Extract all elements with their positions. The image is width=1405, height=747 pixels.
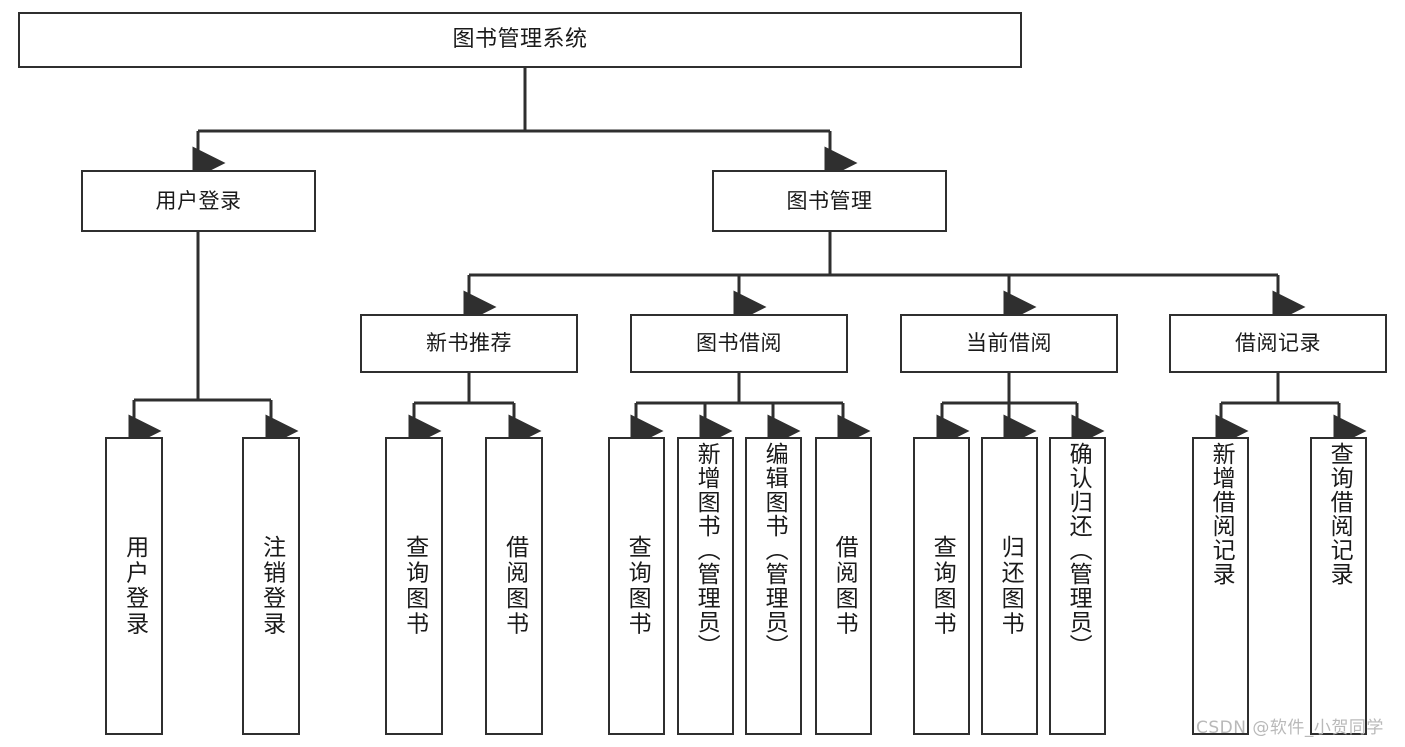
- leaf-query-book-borrow[interactable]: 查询图书: [608, 437, 665, 735]
- leaf-query-borrow-record[interactable]: 查询借阅记录: [1310, 437, 1367, 735]
- leaf-query-book-current[interactable]: 查询图书: [913, 437, 970, 735]
- leaf-query-book-recommend[interactable]: 查询图书: [385, 437, 443, 735]
- leaf-user-login[interactable]: 用户登录: [105, 437, 163, 735]
- node-current-borrow[interactable]: 当前借阅: [900, 314, 1118, 373]
- leaf-edit-book-admin[interactable]: 编辑图书（管理员）: [745, 437, 802, 735]
- node-book-borrow[interactable]: 图书借阅: [630, 314, 848, 373]
- leaf-add-book-admin[interactable]: 新增图书（管理员）: [677, 437, 734, 735]
- watermark: CSDN @软件_小贺同学: [1196, 718, 1384, 738]
- leaf-add-borrow-record[interactable]: 新增借阅记录: [1192, 437, 1249, 735]
- node-user-login[interactable]: 用户登录: [81, 170, 316, 232]
- leaf-borrow-book-recommend[interactable]: 借阅图书: [485, 437, 543, 735]
- node-root[interactable]: 图书管理系统: [18, 12, 1022, 68]
- node-book-manage[interactable]: 图书管理: [712, 170, 947, 232]
- node-new-book-recommend[interactable]: 新书推荐: [360, 314, 578, 373]
- node-borrow-record[interactable]: 借阅记录: [1169, 314, 1387, 373]
- leaf-return-book[interactable]: 归还图书: [981, 437, 1038, 735]
- leaf-borrow-book[interactable]: 借阅图书: [815, 437, 872, 735]
- leaf-confirm-return-admin[interactable]: 确认归还（管理员）: [1049, 437, 1106, 735]
- leaf-logout-login[interactable]: 注销登录: [242, 437, 300, 735]
